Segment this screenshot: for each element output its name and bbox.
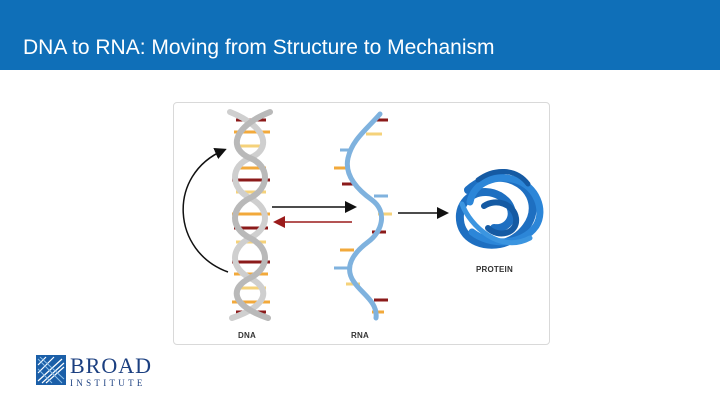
protein-structure — [455, 169, 544, 249]
dna-strand-a — [227, 109, 268, 321]
logo-wordmark: BROAD — [70, 353, 153, 378]
logo-subtitle: INSTITUTE — [70, 378, 146, 388]
replication-arrow — [182, 148, 229, 273]
slide-title: DNA to RNA: Moving from Structure to Mec… — [23, 36, 495, 59]
dna-strand-b — [232, 109, 273, 321]
dna-helix — [227, 109, 273, 321]
broad-logo-mark — [36, 355, 66, 385]
rna-label: RNA — [351, 331, 369, 340]
protein-label: PROTEIN — [476, 265, 513, 274]
title-bar: DNA to RNA: Moving from Structure to Mec… — [0, 0, 720, 70]
rna-strand — [334, 111, 392, 321]
dna-label: DNA — [238, 331, 256, 340]
rna-backbone — [344, 111, 384, 321]
